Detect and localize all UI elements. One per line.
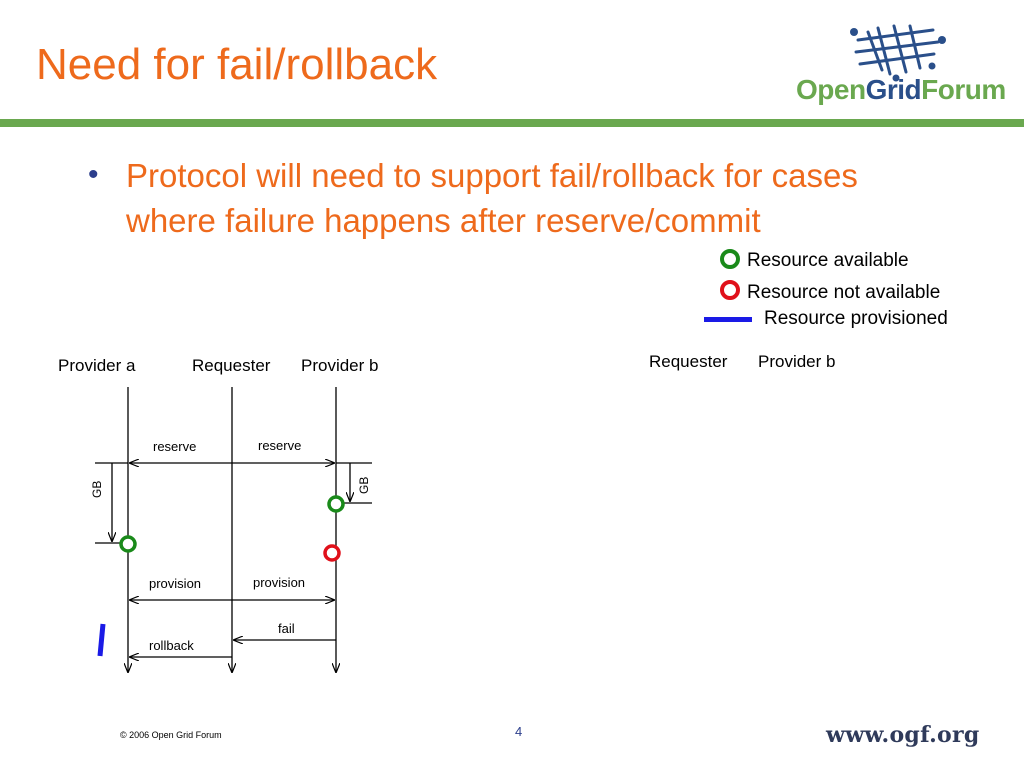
- legend-available-label: Resource available: [747, 250, 909, 271]
- logo-forum: Forum: [921, 74, 1006, 105]
- diagram2-header-provider-b: Provider b: [758, 352, 836, 371]
- rollback-label: rollback: [149, 638, 194, 653]
- bullet-marker: •: [88, 158, 99, 191]
- footer-url: www.ogf.org: [826, 722, 980, 748]
- provision-a-label: provision: [149, 576, 202, 591]
- reserve-b-label: reserve: [258, 438, 302, 453]
- provider-b-not-available-icon: [323, 544, 341, 562]
- logo-text: OpenGridForum: [796, 74, 1006, 106]
- provider-a-available-icon: [119, 535, 137, 553]
- logo-open: Open: [796, 74, 866, 105]
- fail-label: fail: [278, 621, 295, 636]
- not-available-ring-icon: [720, 280, 740, 300]
- diagram2-header-requester: Requester: [649, 352, 728, 371]
- gb-right-label: GB: [357, 476, 371, 494]
- ogf-logo: OpenGridForum: [796, 22, 1006, 112]
- legend-not-available-label: Resource not available: [747, 282, 941, 303]
- header-divider: [0, 119, 1024, 127]
- gb-left-label: GB: [90, 480, 104, 498]
- provision-b-label: provision: [253, 575, 306, 590]
- header-provider-b: Provider b: [301, 356, 379, 375]
- provider-b-available-icon: [327, 495, 345, 513]
- header-requester: Requester: [192, 356, 271, 375]
- footer-copyright: © 2006 Open Grid Forum: [120, 730, 222, 740]
- header-provider-a: Provider a: [58, 356, 136, 375]
- provisioned-bar-icon: [704, 317, 752, 322]
- slide-title: Need for fail/rollback: [36, 40, 438, 89]
- logo-grid: Grid: [865, 74, 922, 105]
- legend-provisioned-label: Resource provisioned: [764, 308, 948, 329]
- page-number: 4: [515, 724, 523, 739]
- grid-globe-icon: [850, 24, 946, 82]
- provider-a-provisioned-bar: [97, 623, 106, 657]
- available-ring-icon: [720, 249, 740, 269]
- reserve-a-label: reserve: [153, 439, 197, 454]
- bullet-text: Protocol will need to support fail/rollb…: [126, 157, 858, 239]
